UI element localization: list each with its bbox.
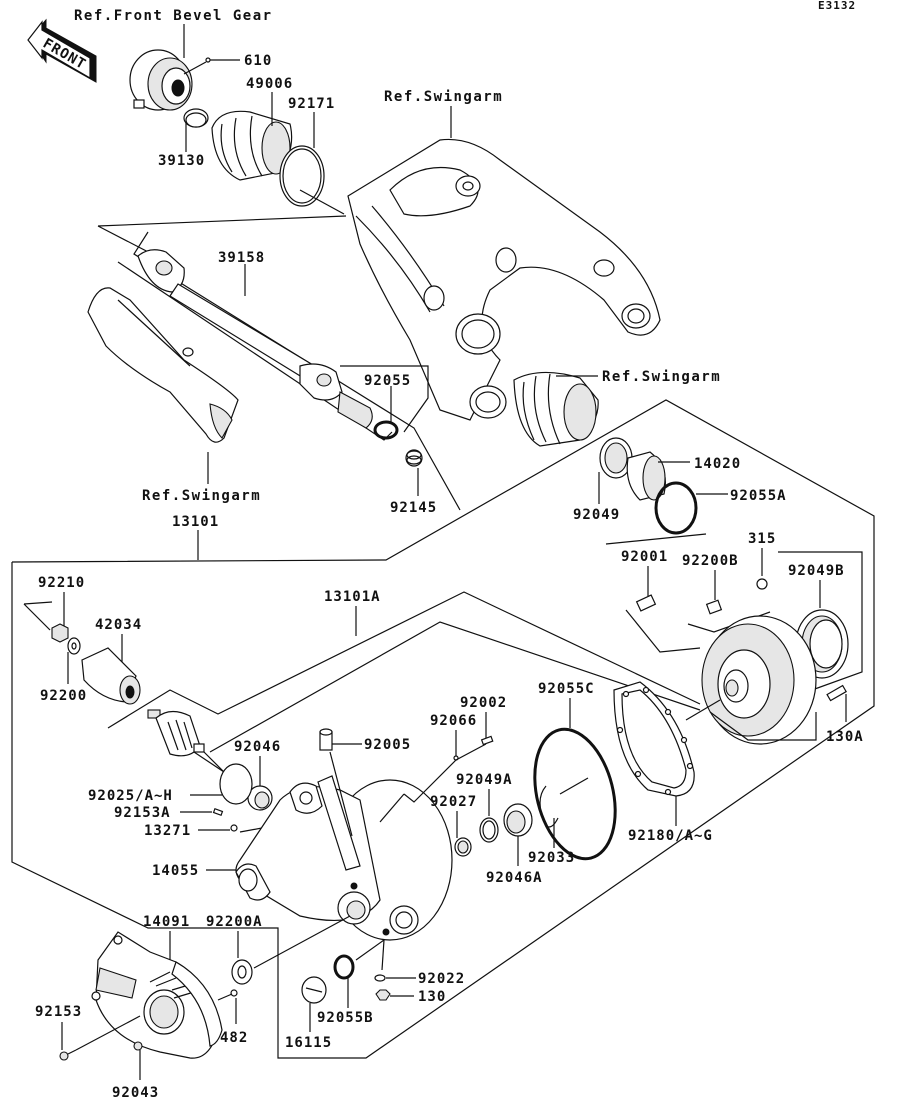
part-label-14020: 14020 bbox=[694, 456, 741, 472]
front-bevel-gear-housing bbox=[129, 49, 193, 111]
part-label-92022: 92022 bbox=[418, 971, 465, 987]
part-label-482: 482 bbox=[220, 1030, 248, 1046]
spring-92145 bbox=[405, 449, 423, 467]
part-label-92049: 92049 bbox=[573, 507, 620, 523]
part-label-92145: 92145 bbox=[390, 500, 437, 516]
part-label-92027: 92027 bbox=[430, 794, 477, 810]
swingarm-left-part bbox=[87, 287, 239, 443]
part-label-16115: 16115 bbox=[285, 1035, 332, 1051]
part-label-130A: 130A bbox=[826, 729, 864, 745]
part-label-130: 130 bbox=[418, 989, 446, 1005]
part-label-92200: 92200 bbox=[40, 688, 87, 704]
part-label-13101: 13101 bbox=[172, 514, 219, 530]
part-label-92046A: 92046A bbox=[486, 870, 543, 886]
gasket-92180 bbox=[613, 681, 695, 797]
part-label-92033: 92033 bbox=[528, 850, 575, 866]
bearing-42034 bbox=[81, 647, 141, 705]
drive-shaft-39158 bbox=[137, 249, 373, 429]
part-label-92002: 92002 bbox=[460, 695, 507, 711]
ring-gear bbox=[701, 615, 817, 745]
breather-92005 bbox=[319, 728, 333, 751]
boot-49006 bbox=[211, 110, 293, 181]
part-label-92043: 92043 bbox=[112, 1085, 159, 1101]
part-label-92025: 92025/A~H bbox=[88, 788, 173, 804]
part-label-92049A: 92049A bbox=[456, 772, 513, 788]
part-label-92200A: 92200A bbox=[206, 914, 263, 930]
part-label-92055: 92055 bbox=[364, 373, 411, 389]
final-gear-case bbox=[235, 775, 453, 941]
swingarm-boot bbox=[513, 371, 599, 447]
part-label-49006: 49006 bbox=[246, 76, 293, 92]
seal-92049B bbox=[795, 609, 849, 679]
part-label-42034: 42034 bbox=[95, 617, 142, 633]
ref-swingarm-top-label: Ref.Swingarm bbox=[384, 89, 503, 105]
diagram-code: E3132 bbox=[818, 0, 856, 12]
part-label-92153: 92153 bbox=[35, 1004, 82, 1020]
part-label-315: 315 bbox=[748, 531, 776, 547]
part-label-39158: 39158 bbox=[218, 250, 265, 266]
part-label-92055B: 92055B bbox=[317, 1010, 374, 1026]
part-label-92055A: 92055A bbox=[730, 488, 787, 504]
ref-swingarm-left-label: Ref.Swingarm bbox=[142, 488, 261, 504]
ref-swingarm-mid-label: Ref.Swingarm bbox=[602, 369, 721, 385]
part-label-92200B: 92200B bbox=[682, 553, 739, 569]
part-label-92180: 92180/A~G bbox=[628, 828, 713, 844]
pinion-gear bbox=[147, 709, 205, 757]
part-label-92001: 92001 bbox=[621, 549, 668, 565]
part-label-92005: 92005 bbox=[364, 737, 411, 753]
part-label-92049B: 92049B bbox=[788, 563, 845, 579]
part-label-92046: 92046 bbox=[234, 739, 281, 755]
part-label-14091: 14091 bbox=[143, 914, 190, 930]
swingarm bbox=[347, 138, 661, 421]
part-label-92171: 92171 bbox=[288, 96, 335, 112]
part-label-13271: 13271 bbox=[144, 823, 191, 839]
front-arrow-icon: FRONT bbox=[27, 18, 97, 83]
bolt-92001 bbox=[635, 594, 657, 612]
part-label-39130: 39130 bbox=[158, 153, 205, 169]
part-label-92055C: 92055C bbox=[538, 681, 595, 697]
part-label-610: 610 bbox=[244, 53, 272, 69]
nut-14020 bbox=[626, 451, 666, 501]
part-label-13101A: 13101A bbox=[324, 589, 381, 605]
ref-front-bevel-gear-label: Ref.Front Bevel Gear bbox=[74, 8, 273, 24]
part-label-14055: 14055 bbox=[152, 863, 199, 879]
part-label-92153A: 92153A bbox=[114, 805, 171, 821]
part-label-92066: 92066 bbox=[430, 713, 477, 729]
part-label-92210: 92210 bbox=[38, 575, 85, 591]
cover-14091 bbox=[91, 931, 223, 1059]
